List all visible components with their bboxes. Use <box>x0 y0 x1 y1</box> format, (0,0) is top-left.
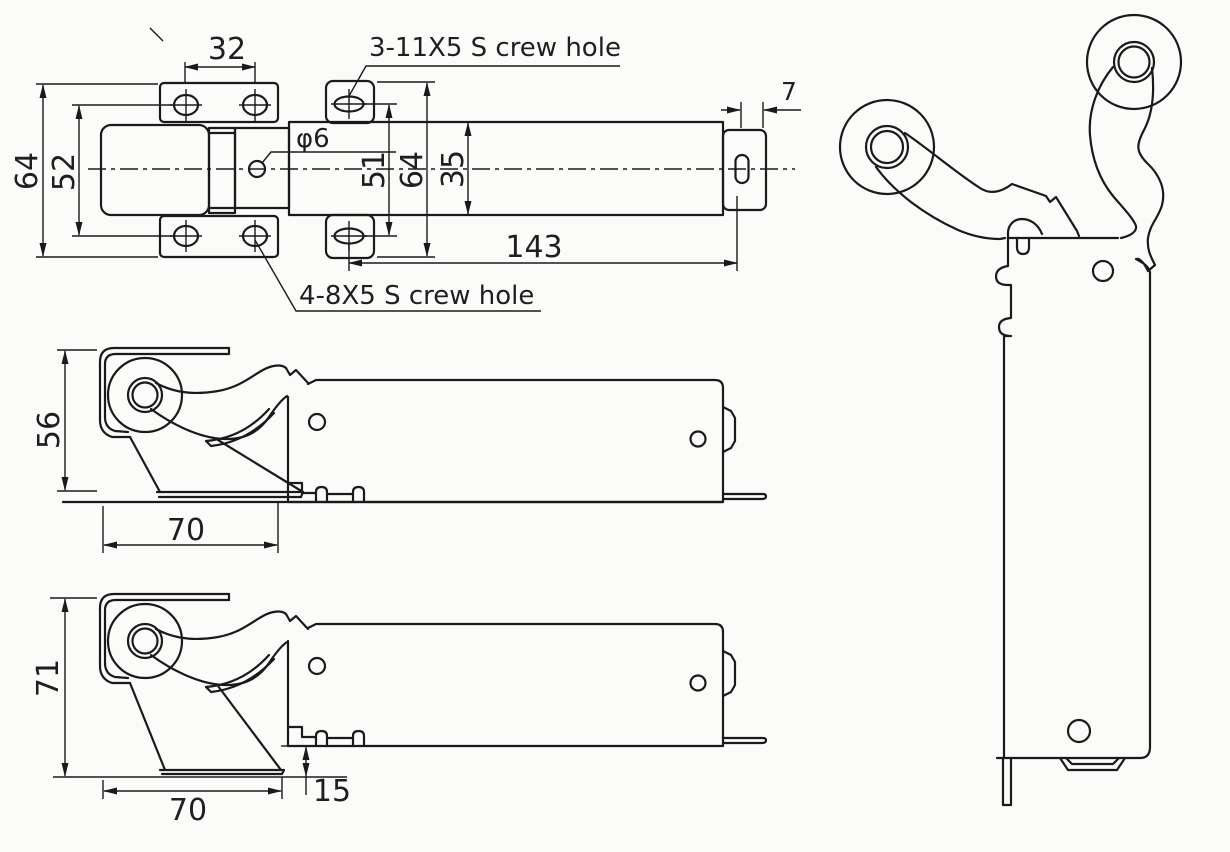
roller-outer <box>838 98 936 196</box>
dim-32: 32 <box>208 32 246 67</box>
dim-64-plate: 64 <box>395 151 430 189</box>
top-view-dimension-lines <box>39 63 801 267</box>
dim-71: 71 <box>31 659 66 697</box>
body-hole <box>1066 718 1092 744</box>
screw-slot-icon <box>168 87 204 123</box>
closer-body-plan <box>994 236 1152 807</box>
latch-keeper <box>1058 756 1127 772</box>
dim-7: 7 <box>781 77 797 106</box>
roller-outer <box>1085 13 1183 111</box>
dim-56: 56 <box>32 411 67 449</box>
bracket-gusset <box>128 681 286 776</box>
side-view-offset: 71 70 15 <box>31 592 768 828</box>
foot-flange <box>995 756 1013 807</box>
dim-70-flush: 70 <box>167 513 205 548</box>
right-arm <box>1088 65 1165 274</box>
leader-screw-bottom <box>254 239 541 312</box>
screw-slot-icon <box>237 218 273 254</box>
label-phi6: φ6 <box>296 124 330 154</box>
mount-plate-1-top <box>158 81 280 124</box>
screw-slot-icon <box>329 87 369 121</box>
body-hole <box>1091 259 1115 283</box>
top-view: 32 64 52 51 64 35 143 7 3-11X5 S crew ho… <box>10 27 801 312</box>
dim-51: 51 <box>357 151 392 189</box>
bracket-gusset <box>128 435 305 499</box>
side-view-flush: 56 70 <box>32 346 768 553</box>
dim-70-offset: 70 <box>169 793 207 828</box>
hinge-body <box>99 123 211 217</box>
dim-15: 15 <box>313 774 351 809</box>
closer-body <box>286 622 768 748</box>
dim-143: 143 <box>505 230 562 265</box>
closer-body <box>286 378 768 504</box>
dim-35: 35 <box>436 150 471 188</box>
left-arm <box>874 131 1081 241</box>
mount-plate-2-top <box>324 79 376 125</box>
closer-unit <box>98 346 310 448</box>
closer-unit <box>98 592 310 694</box>
leader-phi6 <box>261 151 396 164</box>
dim-64-overall: 64 <box>10 152 45 190</box>
leader-screw-top <box>348 65 620 97</box>
screw-slot-icon <box>168 218 204 254</box>
top-view-extension-lines <box>36 62 764 271</box>
screw-slot-icon <box>237 87 273 123</box>
label-screw-hole-top: 3-11X5 S crew hole <box>369 33 621 63</box>
dim-52: 52 <box>47 153 82 191</box>
mounted-plan-view <box>838 13 1183 807</box>
label-screw-hole-bottom: 4-8X5 S crew hole <box>299 281 534 311</box>
end-plate <box>721 128 768 212</box>
